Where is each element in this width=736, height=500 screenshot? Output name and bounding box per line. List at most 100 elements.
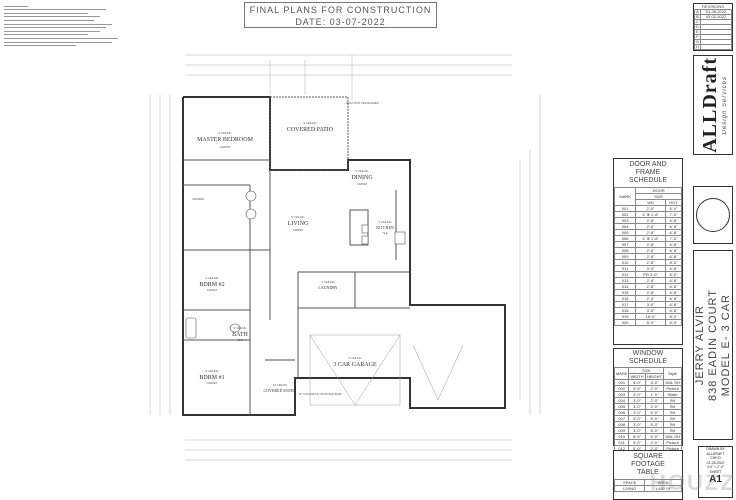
general-notes: [4, 3, 124, 49]
cell: Picture: [663, 439, 682, 446]
rooms-laundry-name: LAUNDRY: [318, 285, 337, 290]
rooms-master-name: MASTER BEDROOM: [197, 137, 254, 143]
cell: DBL.SH: [663, 379, 682, 386]
title-line-1: FINAL PLANS FOR CONSTRUCTION: [249, 5, 432, 15]
rooms-living-name: LIVING: [288, 221, 309, 227]
sheet-number: A1: [709, 474, 722, 485]
title-date: DATE: 03-07-2022: [295, 17, 386, 27]
window-schedule-columns-1: WIDTH: [628, 373, 646, 380]
rooms-patio-name: COVERED PATIO: [287, 127, 334, 133]
rooms-bdrm1-floor: CARPET: [207, 381, 218, 385]
sheet-scale: 1/4" = 1'-0": [706, 465, 725, 469]
fixtures: [185, 190, 406, 339]
room-covered-patio: 9' CEILING COVERED PATIO: [287, 121, 334, 133]
sheet-checked-label: CHK'D: [710, 456, 721, 460]
window-schedule-columns-0: MARK: [613, 367, 630, 380]
room-garage: 9' CEILING 3 CAR GARAGE: [333, 356, 377, 368]
rooms-patio-ceiling: 9' CEILING: [303, 121, 316, 125]
client-name: JERRY ALVIR: [694, 304, 706, 386]
project-info: JERRY ALVIR 838 EADIN COURT MODEL E- 3 C…: [693, 250, 733, 440]
cell: 8'-0": [635, 319, 666, 326]
room-labels: 9' CEILING MASTER BEDROOM CARPET 9' CEILIN…: [192, 101, 394, 396]
revisions-header: REVISIONS: [702, 4, 724, 9]
rooms-laundry-ceiling: 9' CEILING: [321, 280, 334, 284]
garage-roof-lines: [309, 334, 464, 406]
rooms-bdrm2-floor: CARPET: [207, 288, 218, 292]
rooms-master-ceiling: 9' CEILING: [218, 131, 231, 135]
floor-plan: 9' CEILING MASTER BEDROOM CARPET 9' CEILIN…: [149, 54, 541, 461]
rooms-bdrm2-name: BDRM #2: [199, 282, 224, 288]
rooms-kitchen-ceiling: 9' CEILING: [378, 220, 391, 224]
logo-tagline: Design Services: [721, 75, 728, 135]
cell: 020: [613, 319, 637, 326]
rooms-dining-floor: CARPET: [357, 182, 368, 186]
cell: Picture: [663, 385, 682, 392]
rooms-bath-ceiling: 9' CEILING: [233, 326, 246, 330]
rooms-kitchen-floor: TILE: [382, 231, 388, 235]
rooms-living-ceiling: 9' CEILING: [291, 215, 304, 219]
post-note: 12X12 POST PER BUILDER: [345, 101, 378, 105]
alldraft-logo: ALLDraft Design Services: [693, 55, 733, 155]
rooms-bdrm1-name: BDRM #1: [199, 375, 224, 381]
rooms-shower-name: SHOWER: [192, 197, 204, 201]
rooms-bath-name: BATH: [232, 332, 248, 338]
rooms-dining-name: DINING: [351, 175, 373, 181]
column-note: 12" COLUMNS AT ROOF PER BLDR: [298, 392, 341, 396]
cell: 8'-0": [664, 319, 683, 326]
rooms-garage-ceiling: 9' CEILING: [348, 356, 361, 360]
logo-brand: ALLDraft: [698, 57, 721, 153]
rooms-garage-name: 3 CAR GARAGE: [333, 362, 377, 368]
sheet-drawn-by: ALLDRAFT: [706, 451, 725, 456]
cell: LIVING: [613, 485, 646, 492]
final-plans-title: FINAL PLANS FOR CONSTRUCTION DATE: 03-07…: [244, 2, 437, 28]
seal-circle: [696, 198, 730, 232]
houzz-watermark: HOUZZ: [650, 470, 736, 495]
room-shower: SHOWER: [192, 197, 204, 201]
rooms-living-floor: CARPET: [293, 228, 304, 232]
window-schedule-title: WINDOW SCHEDULE: [628, 350, 668, 365]
sheet-sheet-label: SHEET: [709, 469, 722, 474]
rooms-entry-name: COVERED ENTRY: [264, 388, 297, 393]
cell: 1,652 SF: [644, 485, 682, 492]
interior-walls: [183, 96, 410, 415]
sheet-drawn-by-label: DRAWN BY: [706, 447, 725, 451]
rooms-bdrm1-ceiling: 9' CEILING: [205, 369, 218, 373]
door-schedule-title: DOOR AND FRAME SCHEDULE: [628, 161, 668, 184]
rooms-dining-ceiling: 9' CEILING: [355, 169, 368, 173]
cell: [699, 44, 733, 50]
sqft-title: SQUARE FOOTAGE TABLE: [631, 453, 665, 476]
project-model: MODEL E- 3 CAR: [720, 293, 732, 397]
project-address: 838 EADIN COURT: [707, 289, 719, 401]
window-schedule-columns-3: Style: [663, 367, 682, 380]
door-schedule-columns-0: MARK: [613, 187, 637, 206]
sheet-date: 01-28-2022: [706, 460, 725, 465]
